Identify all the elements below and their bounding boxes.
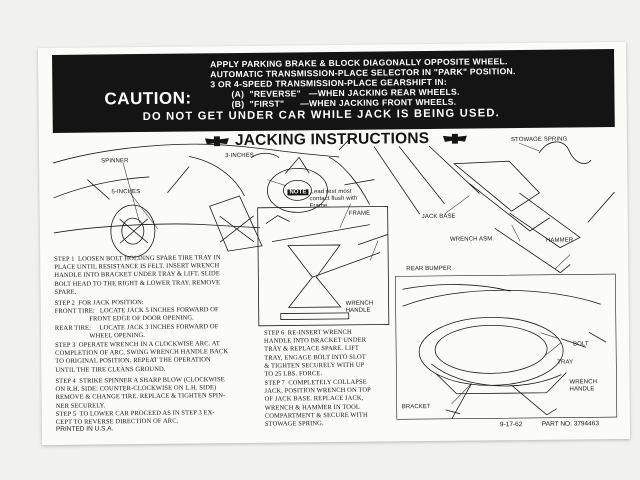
note-text-3: Frame. bbox=[309, 203, 330, 210]
note-text-1: Lead rest most bbox=[310, 188, 352, 196]
printed-in-usa: PRINTED IN U.S.A. bbox=[55, 425, 114, 433]
label-wrench-handle-rear: WRENCH HANDLE bbox=[569, 379, 598, 393]
label-hammer: HAMMER bbox=[545, 237, 574, 244]
label-bracket: BRACKET bbox=[401, 403, 431, 411]
step-2: STEP 2 FOR JACK POSITION: FRONT TIRE: LO… bbox=[54, 298, 219, 340]
spare-tray-illustration bbox=[395, 273, 618, 420]
bowtie-emblem-icon bbox=[204, 136, 229, 147]
step-6: STEP 6 RE-INSERT WRENCH HANDLE INTO BRAC… bbox=[263, 328, 367, 378]
note-tag: NOTE bbox=[287, 189, 309, 196]
step-1: STEP 1 LOOSEN BOLT HOLDING SPARE TIRE TR… bbox=[54, 254, 221, 296]
label-rear-bumper: REAR BUMPER bbox=[406, 265, 452, 273]
step-5: STEP 5 TO LOWER CAR PROCEED AS IN STEP 3… bbox=[55, 409, 215, 427]
label-jack-base: JACK BASE bbox=[421, 213, 456, 221]
jack-frame-illustration bbox=[257, 206, 390, 327]
part-number: PART NO. 3794463 bbox=[541, 420, 600, 428]
step-7: STEP 7 COMPLETELY COLLAPSE JACK, POSITIO… bbox=[264, 378, 371, 428]
jacking-instructions-decal: APPLY PARKING BRAKE & BLOCK DIAGONALLY O… bbox=[37, 41, 631, 446]
step-4: STEP 4 STRIKE SPINNER A SHARP BLOW (CLOC… bbox=[55, 376, 226, 410]
label-stowage-spring: STOWAGE SPRING bbox=[510, 136, 568, 144]
label-three-inches: 3-INCHES bbox=[225, 152, 254, 160]
label-spinner: SPINNER bbox=[101, 158, 129, 165]
step-3: STEP 3 OPERATE WRENCH IN A CLOCKWISE ARC… bbox=[55, 340, 229, 374]
label-tray: TRAY bbox=[557, 359, 574, 366]
label-wrench-handle: WRENCH HANDLE bbox=[345, 300, 374, 314]
bowtie-emblem-icon bbox=[442, 133, 467, 144]
label-frame: FRAME bbox=[348, 210, 371, 217]
revision-date: 9-17-62 bbox=[499, 421, 523, 429]
stowage-illustration bbox=[373, 141, 615, 273]
front-tire-jack-illustration bbox=[53, 139, 375, 258]
note-text-2: contact flush with bbox=[309, 195, 358, 203]
label-wrench-asm: WRENCH ASM. bbox=[449, 236, 495, 243]
jacking-illustrations bbox=[53, 139, 618, 420]
label-bolt: BOLT bbox=[573, 341, 589, 348]
label-five-inches: 5-INCHES bbox=[111, 189, 141, 196]
